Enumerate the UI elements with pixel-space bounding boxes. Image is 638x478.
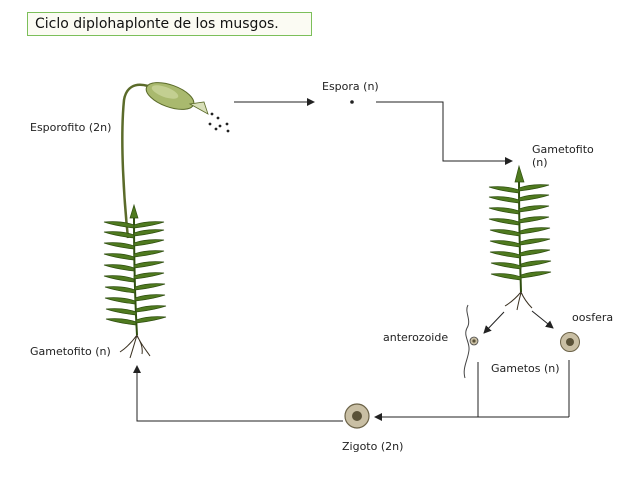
diagram-title: Ciclo diplohaplonte de los musgos. bbox=[27, 12, 312, 36]
label-gametofito-right-line2: (n) bbox=[532, 156, 548, 169]
label-oosfera: oosfera bbox=[572, 311, 614, 324]
left-gametophyte-plant bbox=[103, 82, 230, 359]
label-esporofito: Esporofito (2n) bbox=[30, 121, 112, 134]
label-gametofito-right-line1: Gametofito bbox=[532, 143, 594, 156]
arrow-to-oosfera bbox=[531, 310, 554, 329]
released-spores bbox=[208, 112, 230, 133]
right-gametophyte-plant bbox=[488, 164, 552, 311]
spore-dot bbox=[350, 100, 354, 104]
zigoto-cell bbox=[344, 403, 370, 429]
label-zigoto: Zigoto (2n) bbox=[342, 440, 404, 453]
sporophyte-capsule bbox=[145, 82, 209, 115]
label-gametos: Gametos (n) bbox=[491, 362, 560, 375]
sporophyte-seta bbox=[121, 83, 149, 239]
arrow-to-anterozoide bbox=[483, 311, 505, 334]
anterozoide-cell bbox=[463, 304, 479, 379]
label-espora: Espora (n) bbox=[322, 80, 379, 93]
label-gametofito-left: Gametofito (n) bbox=[30, 345, 111, 358]
oosfera-cell bbox=[560, 332, 580, 352]
arrow-to-right-gametophyte bbox=[376, 101, 513, 165]
arrow-to-left-gametophyte bbox=[133, 365, 343, 422]
label-anterozoide: anterozoide bbox=[383, 331, 449, 344]
